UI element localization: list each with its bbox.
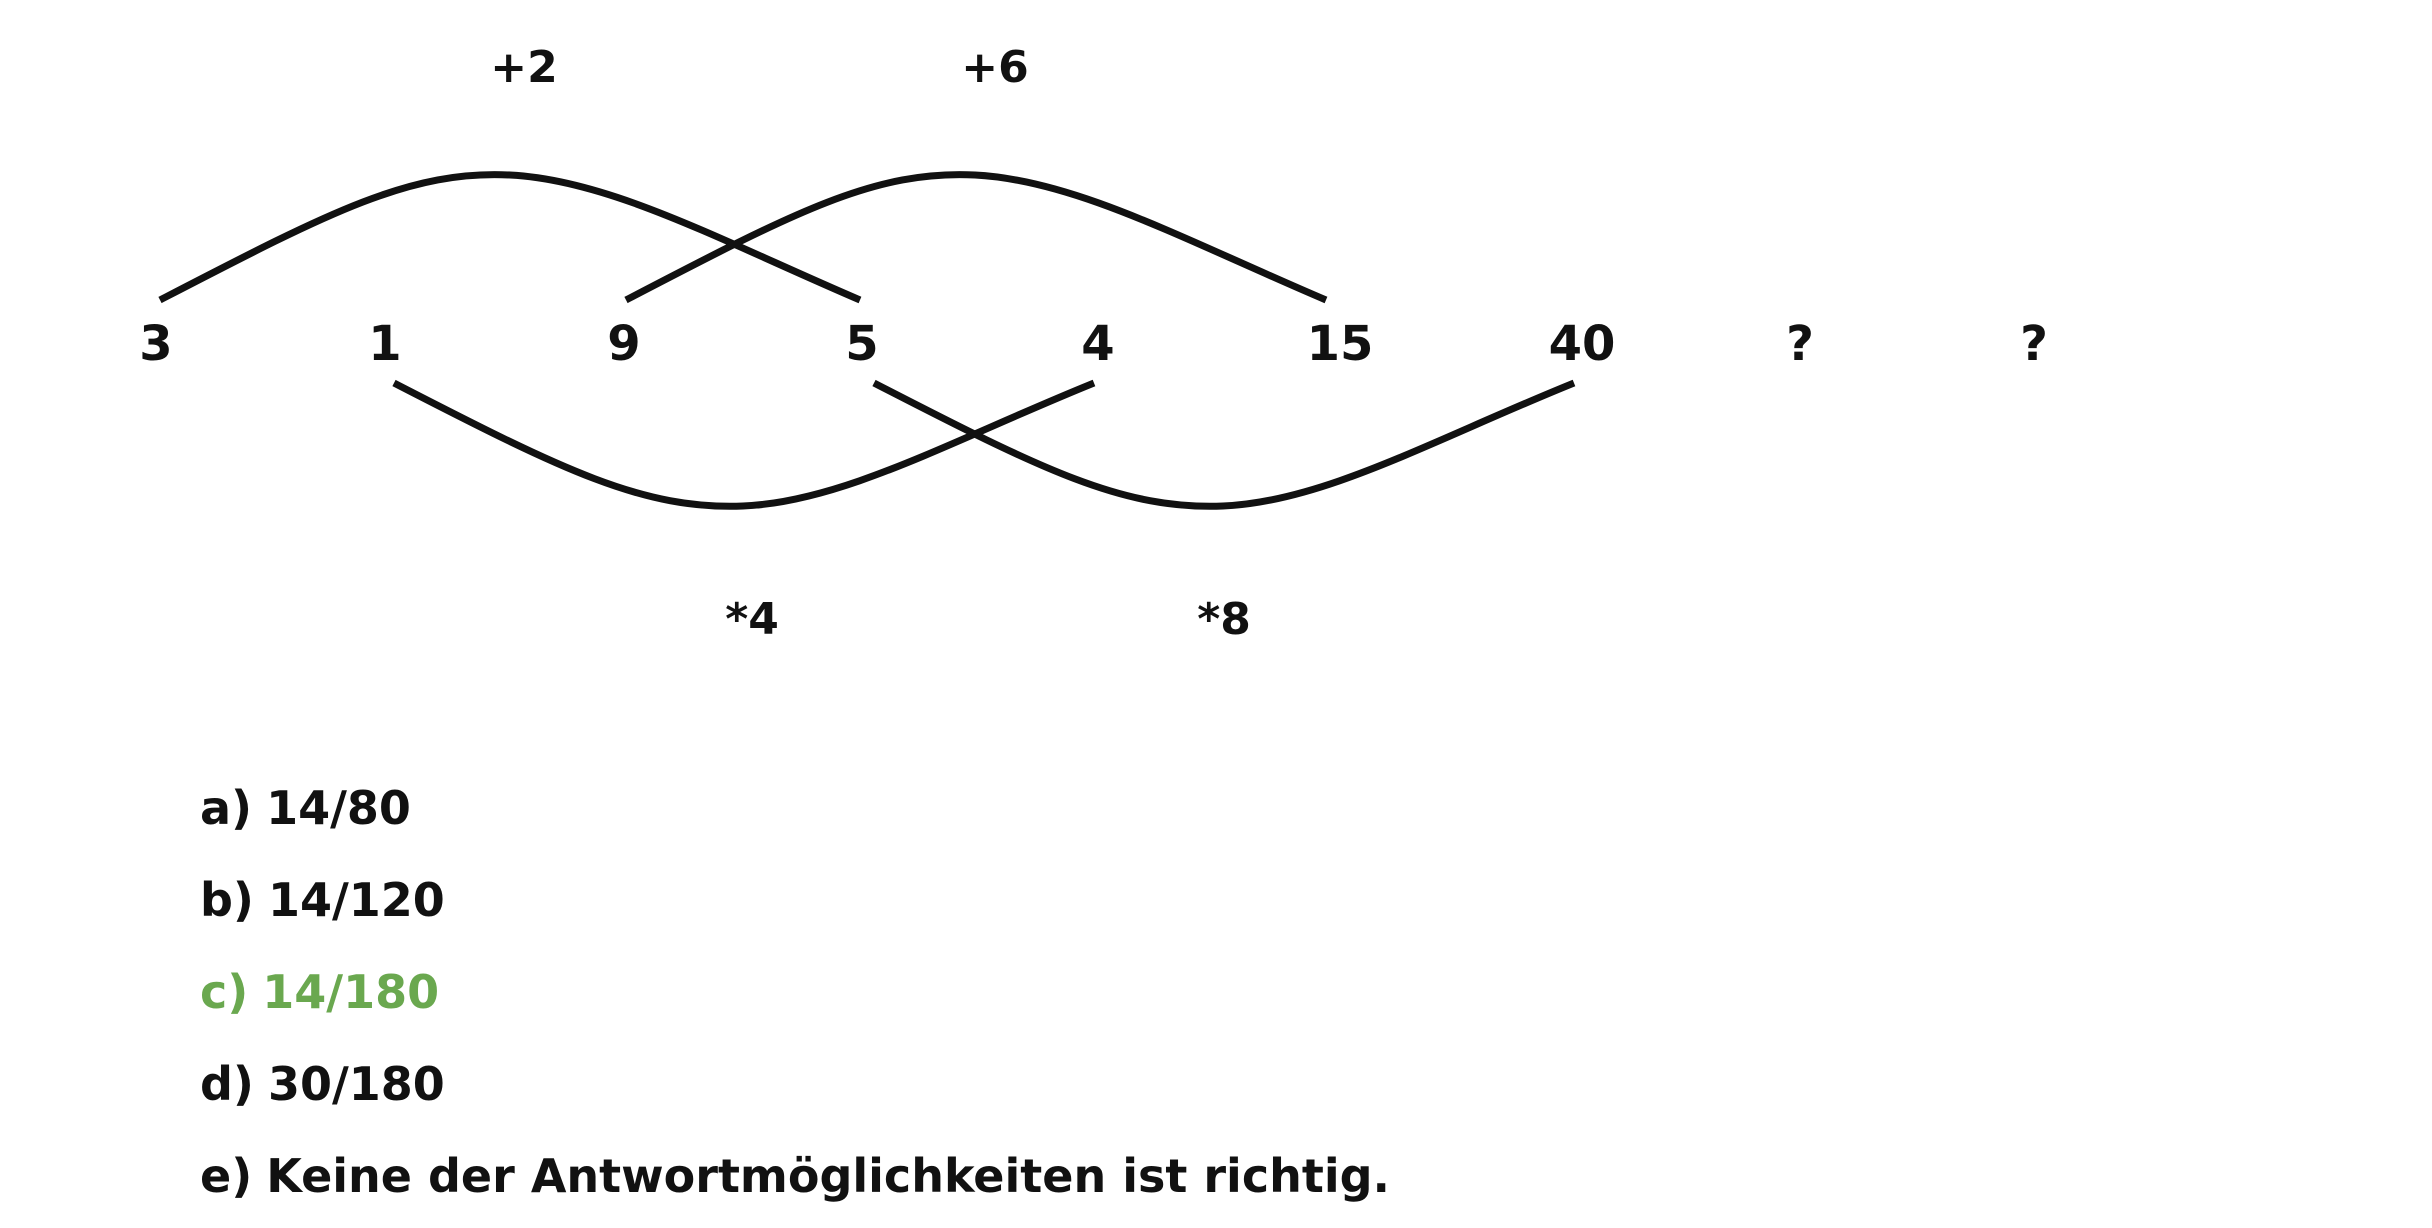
sequence-number: 4 xyxy=(1081,316,1114,372)
answer-text: Keine der Antwortmöglichkeiten ist richt… xyxy=(266,1149,1390,1203)
operation-label-bottom: *8 xyxy=(1197,594,1251,645)
operation-label-bottom: *4 xyxy=(725,594,779,645)
answer-option-d[interactable]: d)30/180 xyxy=(200,1038,1390,1130)
answer-option-b[interactable]: b)14/120 xyxy=(200,854,1390,946)
answer-options: a)14/80 b)14/120 c)14/180 d)30/180 e)Kei… xyxy=(200,762,1390,1222)
answer-letter: b) xyxy=(200,873,254,927)
operation-label-top: +6 xyxy=(961,42,1028,93)
answer-option-c-correct[interactable]: c)14/180 xyxy=(200,946,1390,1038)
answer-text: 14/80 xyxy=(266,781,411,835)
answer-option-e[interactable]: e)Keine der Antwortmöglichkeiten ist ric… xyxy=(200,1130,1390,1222)
answer-letter: c) xyxy=(200,965,249,1019)
answer-letter: e) xyxy=(200,1149,253,1203)
sequence-number: 5 xyxy=(845,316,878,372)
answer-text: 14/180 xyxy=(262,965,440,1019)
arc-top-plus6 xyxy=(624,171,1328,304)
arc-bottom-times4 xyxy=(392,379,1096,510)
sequence-number: 1 xyxy=(368,316,401,372)
sequence-number: 15 xyxy=(1307,316,1374,372)
sequence-number: 9 xyxy=(607,316,640,372)
operation-label-top: +2 xyxy=(490,42,557,93)
sequence-number: 3 xyxy=(139,316,172,372)
answer-text: 14/120 xyxy=(267,873,445,927)
answer-letter: d) xyxy=(200,1057,254,1111)
sequence-number: 40 xyxy=(1549,316,1616,372)
sequence-unknown: ? xyxy=(2020,316,2048,372)
answer-letter: a) xyxy=(200,781,253,835)
answer-option-a[interactable]: a)14/80 xyxy=(200,762,1390,854)
answer-text: 30/180 xyxy=(267,1057,445,1111)
arc-bottom-times8 xyxy=(872,379,1576,510)
sequence-unknown: ? xyxy=(1786,316,1814,372)
